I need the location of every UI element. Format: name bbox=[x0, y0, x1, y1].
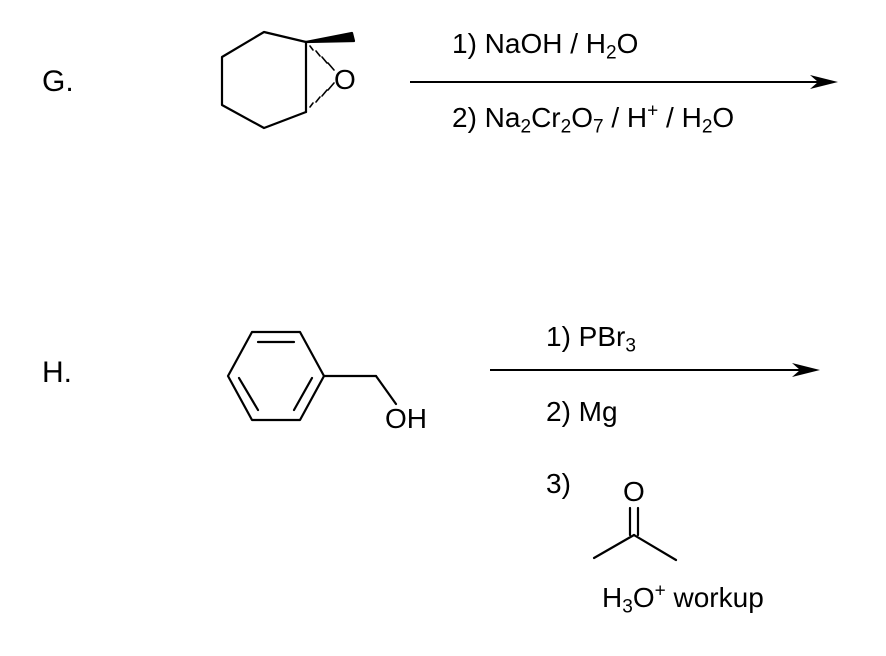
ketone-oxygen-label: O bbox=[623, 476, 645, 507]
benzyl-alcohol-structure bbox=[226, 330, 398, 422]
reaction-arrow-h bbox=[490, 363, 820, 377]
reagent-g-step1: 1) NaOH / H2O bbox=[452, 28, 639, 64]
hydroxyl-label: OH bbox=[385, 403, 427, 434]
cyclohexane-ring bbox=[220, 30, 308, 130]
reagent-h-step2: 2) Mg bbox=[546, 396, 618, 427]
epoxide-hashed-bond-bottom bbox=[309, 82, 335, 108]
c-o-bond bbox=[374, 374, 398, 406]
acetone-left-bond bbox=[592, 533, 636, 560]
acetone-right-bond bbox=[632, 533, 678, 562]
reagent-g-step2: 2) Na2Cr2O7 / H+ / H2O bbox=[452, 100, 735, 138]
epoxide-hashed-bond-top bbox=[309, 45, 335, 71]
reagent-h-step1: 1) PBr3 bbox=[546, 321, 636, 357]
reagent-h-step3: 3) bbox=[546, 468, 571, 499]
epoxide-structure bbox=[220, 30, 356, 130]
reaction-arrow-g bbox=[410, 75, 838, 89]
problem-label-g: G. bbox=[42, 65, 74, 98]
benzene-double-bond-3 bbox=[237, 376, 260, 412]
methyl-wedge-bond bbox=[304, 31, 356, 44]
problem-label-h: H. bbox=[42, 356, 72, 389]
benzene-double-bond-2 bbox=[292, 376, 314, 412]
epoxide-oxygen-label: O bbox=[334, 64, 356, 95]
acetone-structure bbox=[592, 506, 678, 562]
benzene-ring bbox=[226, 330, 326, 422]
workup-label: H3O+ workup bbox=[602, 580, 764, 618]
